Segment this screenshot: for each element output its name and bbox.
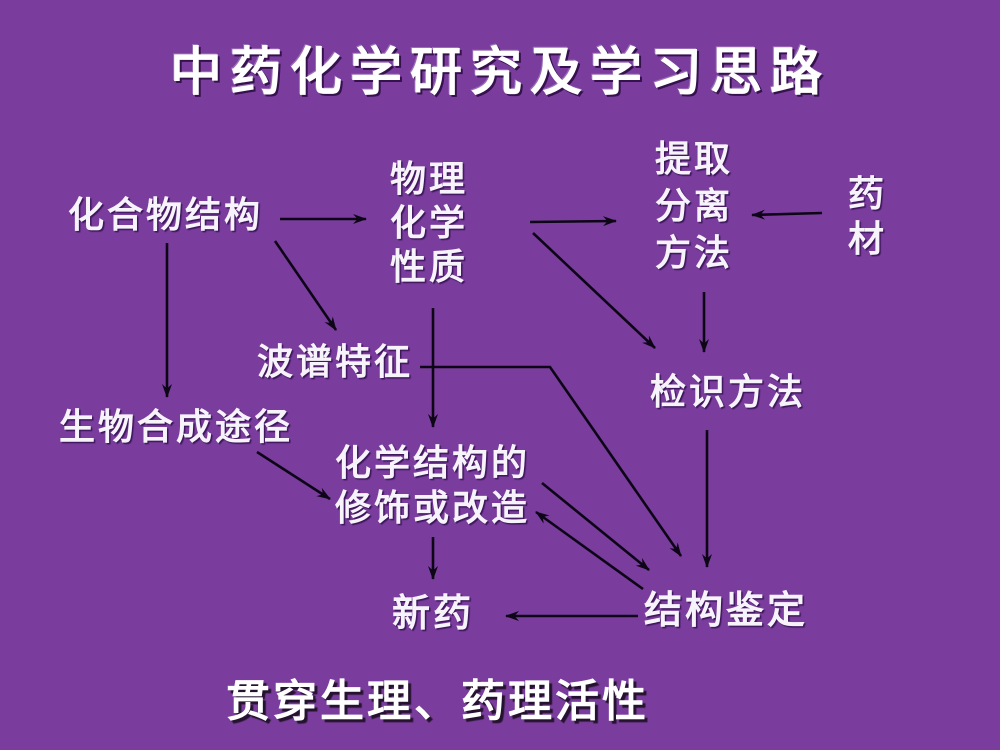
arrow-biosynthesis-to-modification bbox=[256, 450, 331, 501]
node-physicochemical-properties: 物理 化学 性质 bbox=[390, 159, 469, 287]
slide-caption: 贯穿生理、药理活性 bbox=[226, 677, 649, 726]
slide-title: 中药化学研究及学习思路 bbox=[169, 45, 830, 102]
node-detection-methods: 检识方法 bbox=[650, 372, 807, 412]
arrow-modification-to-structureid bbox=[541, 481, 650, 572]
node-medicinal-material: 药 材 bbox=[848, 174, 888, 259]
node-compound-structure: 化合物结构 bbox=[68, 195, 264, 235]
arrow-structureid-to-modification bbox=[535, 510, 644, 591]
node-extraction-separation: 提取 分离 方法 bbox=[655, 139, 734, 273]
arrow-materia-to-extraction bbox=[751, 209, 823, 220]
node-structure-identification: 结构鉴定 bbox=[644, 590, 809, 632]
arrow-spectral-to-structureid bbox=[420, 365, 683, 557]
arrow-physchem-to-detection bbox=[532, 232, 656, 349]
node-biosynthesis-pathway: 生物合成途径 bbox=[59, 407, 294, 447]
node-structure-modification: 化学结构的 修饰或改造 bbox=[335, 443, 531, 528]
node-new-drug: 新药 bbox=[392, 593, 475, 635]
arrow-physchem-to-extraction bbox=[529, 216, 617, 227]
arrow-compound-to-spectral bbox=[273, 240, 338, 331]
node-spectral-features: 波谱特征 bbox=[257, 342, 414, 382]
